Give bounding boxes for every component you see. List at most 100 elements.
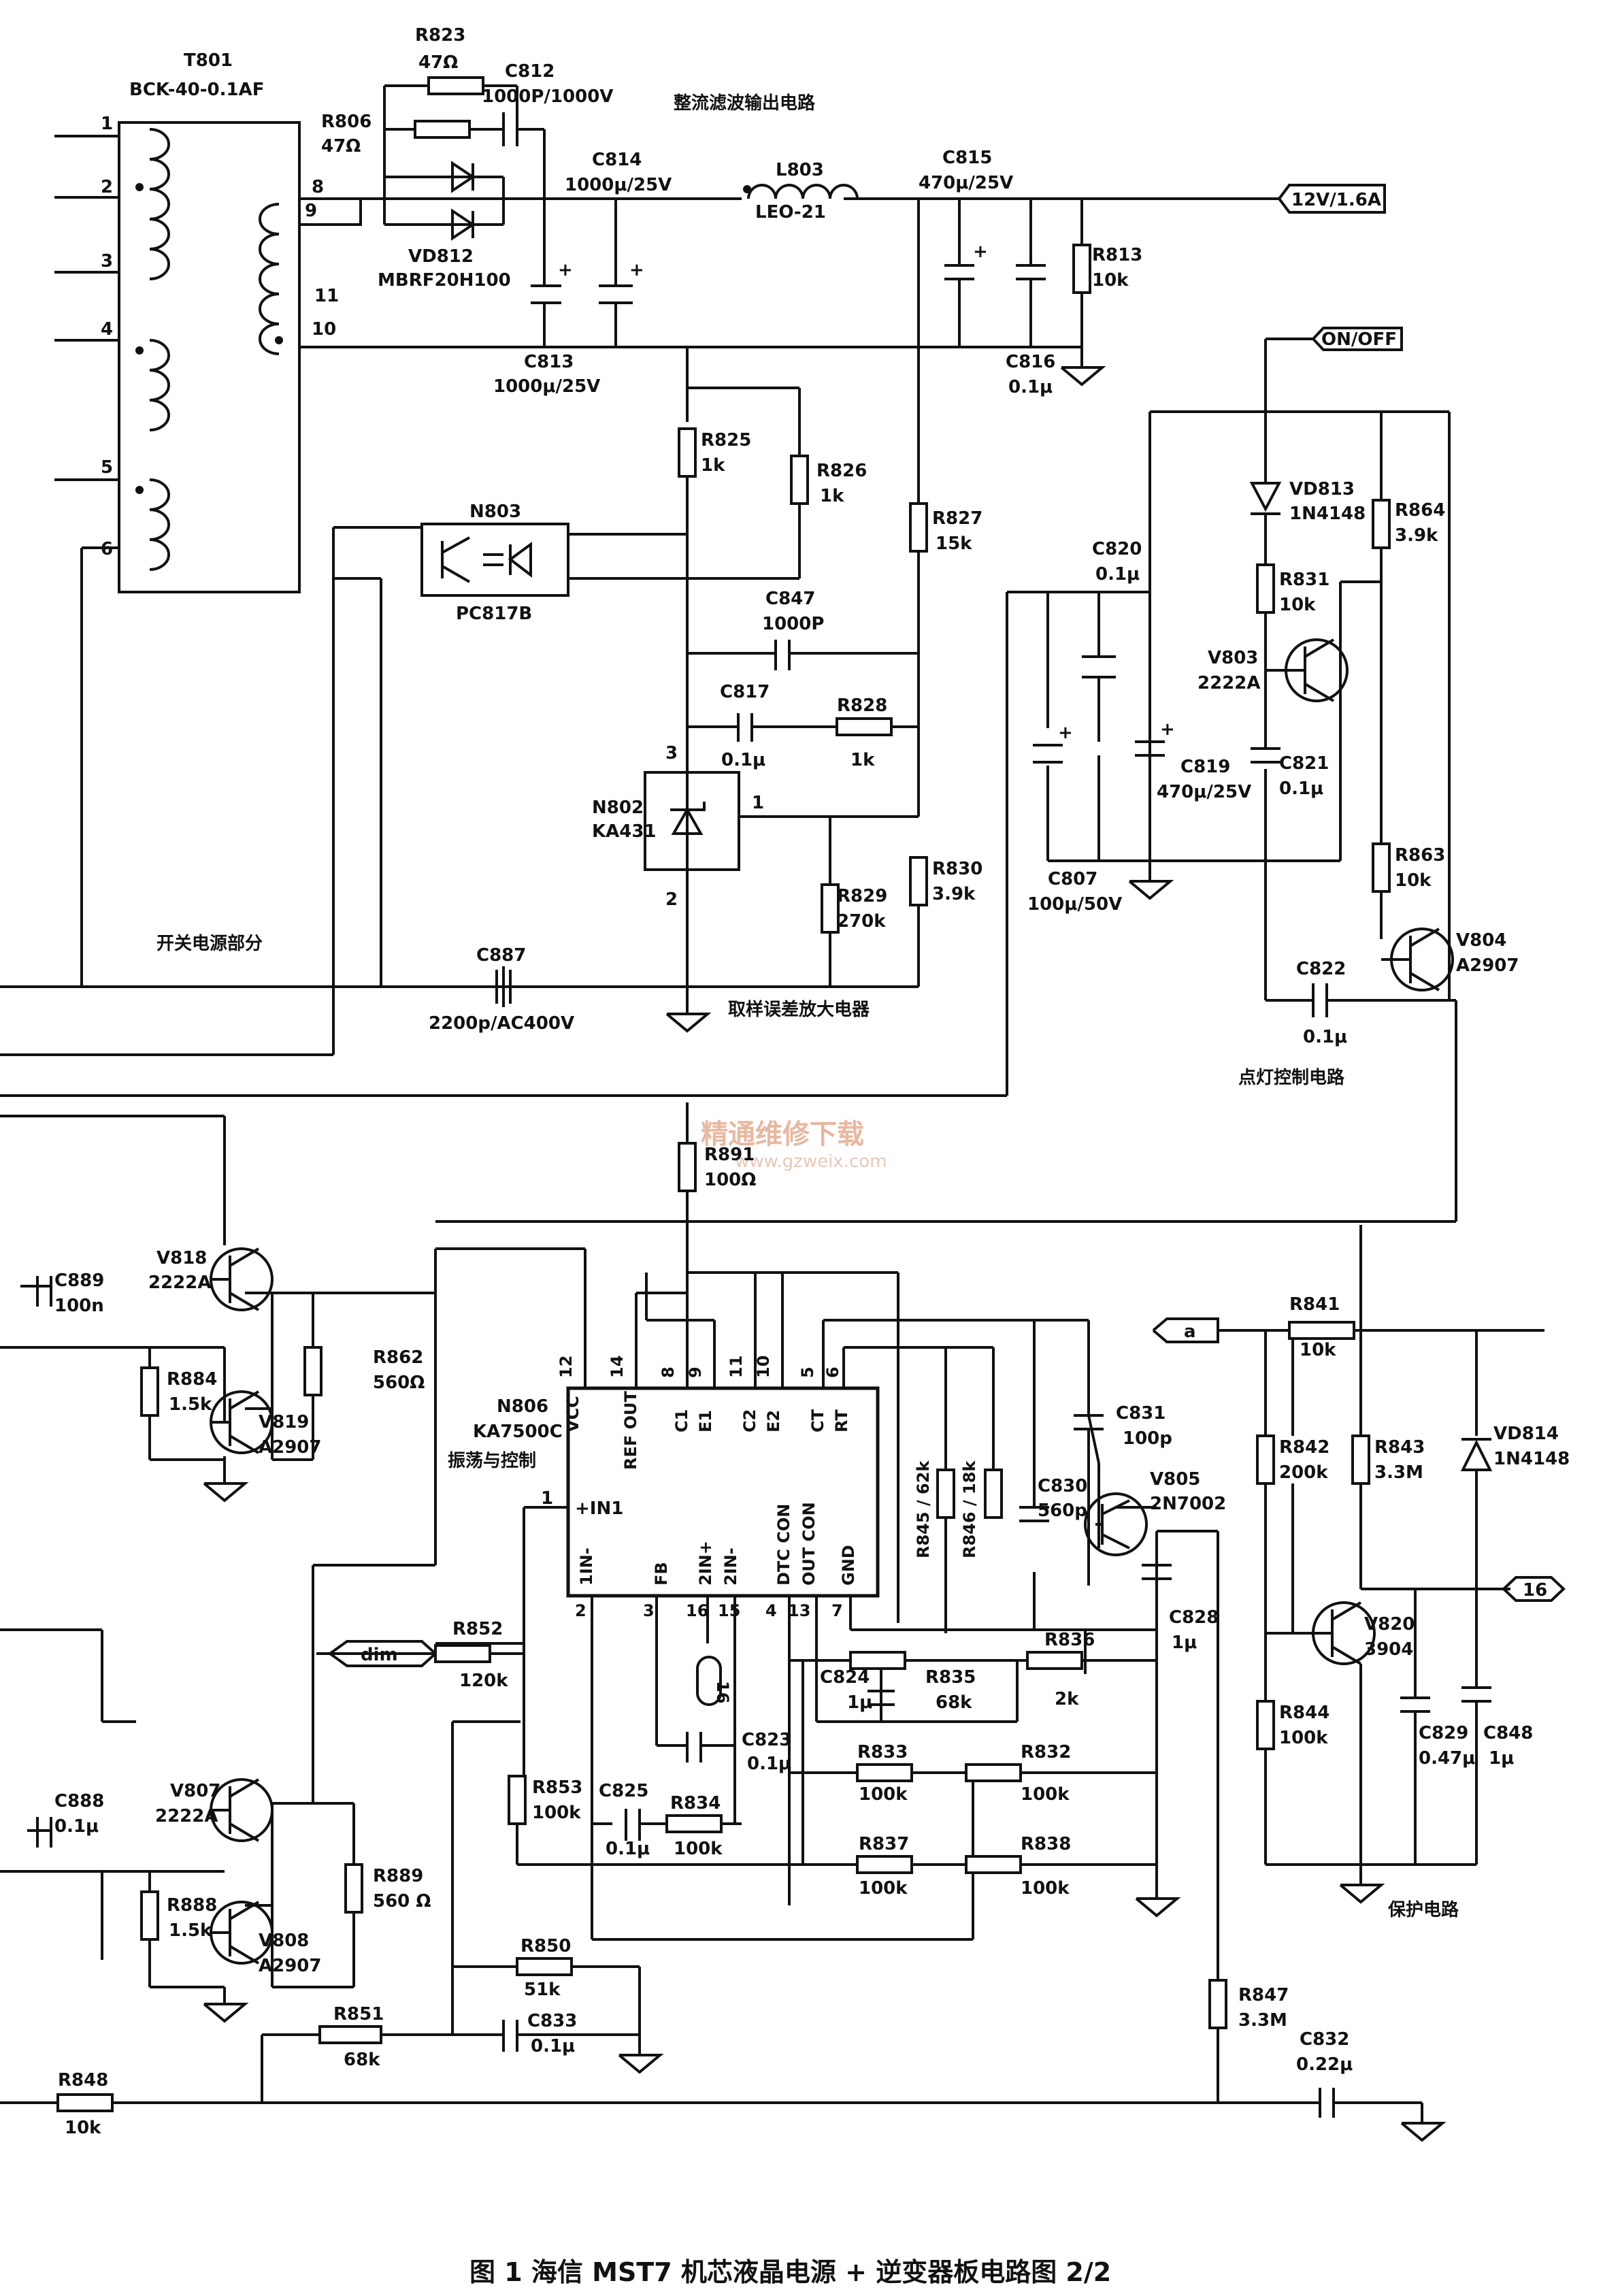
c815-ref: C815: [942, 148, 992, 168]
c807-body: +: [1033, 723, 1073, 764]
n802-pin-3: 3: [665, 743, 678, 764]
c817-ref: C817: [720, 682, 770, 702]
c819-body: +: [1135, 719, 1175, 757]
r884-ref: R884: [167, 1369, 217, 1390]
n803-ref: N803: [469, 502, 521, 522]
c829-ref: C829: [1419, 1723, 1468, 1743]
c888-body: [36, 1817, 52, 1848]
lamp-control-wiring: [0, 338, 1457, 1223]
r823-ref: R823: [415, 25, 465, 46]
v808-transistor: [210, 1901, 274, 1965]
r834-value: 100k: [674, 1839, 723, 1859]
r841-value: 10k: [1300, 1340, 1336, 1360]
v807-part: 2222A: [155, 1806, 218, 1826]
t801-pin-1: 1: [101, 114, 113, 134]
r847-value: 3.3M: [1238, 2010, 1287, 2031]
r829-ref: R829: [837, 886, 887, 906]
vd813-ref: VD813: [1289, 479, 1355, 499]
r853-ref: R853: [532, 1777, 582, 1798]
c825-value: 0.1μ: [606, 1839, 650, 1859]
n806-e1: E1: [696, 1410, 715, 1432]
r864-body: [1372, 499, 1391, 549]
r830-value: 3.9k: [932, 884, 976, 904]
n806-pin9: 9: [686, 1366, 705, 1378]
n806-c2: C2: [740, 1409, 759, 1432]
driver-upper-wiring: [0, 1115, 585, 1565]
port-onoff-label: ON/OFF: [1321, 329, 1397, 350]
gnd-n806: [1135, 1897, 1181, 1918]
n806-pin3: 3: [643, 1601, 655, 1620]
svg-text:+: +: [1160, 719, 1175, 740]
t801-pin-3: 3: [101, 251, 113, 272]
n806-outcon: OUT CON: [799, 1502, 819, 1586]
c828-body: [1142, 1564, 1172, 1580]
n806-fb: FB: [652, 1562, 671, 1586]
driver-lower-wiring: [0, 1564, 435, 2004]
r836-body: [1026, 1651, 1083, 1670]
l803-coil: [743, 184, 859, 199]
r851-body: [318, 2025, 382, 2044]
t801-pin-8: 8: [312, 177, 324, 197]
t801-pin-5: 5: [101, 457, 113, 478]
vd814-part: 1N4148: [1493, 1449, 1570, 1469]
v820-ref: V820: [1364, 1614, 1415, 1635]
r850-ref: R850: [520, 1936, 571, 1956]
r853-value: 100k: [532, 1803, 581, 1823]
c821-ref: C821: [1279, 753, 1329, 774]
r844-value: 100k: [1279, 1728, 1328, 1748]
bottom-wiring: [0, 1720, 1422, 2104]
c824-value: 1μ: [847, 1692, 872, 1713]
n802-ka431: 3 1 2 N802 KA431: [592, 727, 764, 910]
section-osc-label: 振荡与控制: [448, 1451, 536, 1471]
protection-wiring: [1218, 1220, 1544, 1885]
c822-ref: C822: [1296, 959, 1346, 979]
c816-value: 0.1μ: [1008, 377, 1053, 397]
port-a-label: a: [1184, 1322, 1196, 1342]
section-protect-label: 保护电路: [1387, 1899, 1459, 1920]
c825-ref: C825: [599, 1781, 648, 1801]
n806-vcc: VCC: [563, 1396, 582, 1432]
r891-group: R891 100Ω: [678, 1102, 756, 1293]
c819-ref: C819: [1180, 757, 1230, 777]
v819-transistor: [210, 1390, 274, 1454]
t801-pin-4: 4: [101, 319, 113, 340]
gnd-v808: [203, 2003, 249, 2023]
r806-ref: R806: [321, 112, 371, 132]
r888-value: 1.5k: [169, 1920, 212, 1941]
sampling-wiring: [0, 381, 920, 1056]
v819-part: A2907: [259, 1437, 322, 1458]
svg-text:+: +: [973, 242, 988, 262]
r845-body: [936, 1469, 955, 1519]
r864-value: 3.9k: [1395, 525, 1438, 546]
n806-pin1: 1: [541, 1488, 553, 1509]
r844-ref: R844: [1279, 1703, 1329, 1723]
n806-1in-: 1IN-: [577, 1547, 596, 1586]
port-onoff: ON/OFF: [1312, 327, 1403, 351]
c847-value: 1000P: [762, 614, 824, 634]
v805-part: 2N7002: [1150, 1494, 1226, 1514]
c889-value: 100n: [54, 1296, 104, 1316]
v807-transistor: [210, 1778, 274, 1842]
c812-value: 1000P/1000V: [482, 86, 613, 107]
gnd-c833: [618, 2054, 664, 2074]
v804-part: A2907: [1456, 955, 1519, 976]
t801-part: BCK-40-0.1AF: [129, 80, 265, 100]
c828-ref: C828: [1169, 1607, 1219, 1628]
n806-pin14: 14: [608, 1356, 627, 1378]
r806-value: 47Ω: [321, 136, 361, 157]
r889-value: 560 Ω: [373, 1891, 431, 1912]
watermark-text: 精通维修下载: [701, 1119, 864, 1150]
section-lamp-label: 点灯控制电路: [1238, 1067, 1345, 1088]
r837-body: [856, 1855, 913, 1874]
gnd-c832: [1400, 2103, 1447, 2142]
c832-body: [1319, 2088, 1335, 2118]
v818-transistor: [210, 1247, 274, 1311]
r843-body: [1351, 1434, 1370, 1485]
r851-ref: R851: [333, 2004, 384, 2024]
svg-text:+: +: [1058, 723, 1073, 743]
r825-body: [678, 427, 697, 478]
r813-ref: R813: [1092, 245, 1142, 265]
r834-body: [665, 1814, 723, 1833]
section-sampling-label: 取样误差放大电器: [728, 999, 870, 1020]
r853-body: [508, 1775, 527, 1825]
